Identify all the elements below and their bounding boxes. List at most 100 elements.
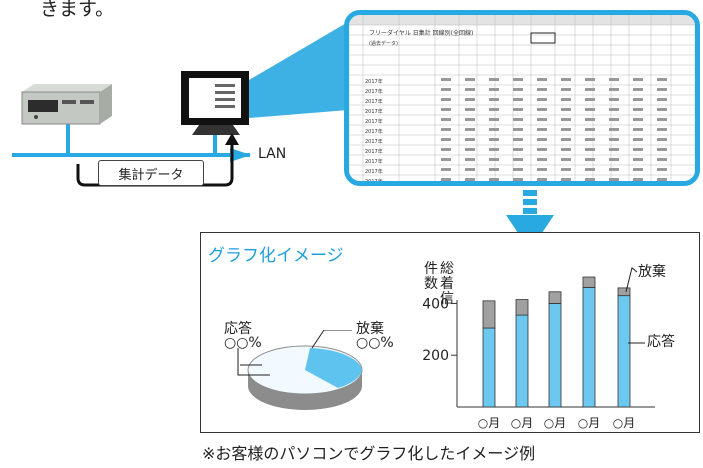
sheet-cell-value-3-8 bbox=[633, 108, 643, 111]
sheet-cell-value-8-0 bbox=[441, 158, 451, 161]
zoom-callout-wedge bbox=[249, 22, 348, 118]
sheet-cell-value-8-9 bbox=[657, 158, 667, 161]
sheet-cell-value-9-5 bbox=[561, 168, 571, 171]
pie-label-abandon: 放棄 bbox=[356, 321, 384, 337]
sheet-cell-value-9-7 bbox=[609, 168, 619, 171]
sheet-cell-value-0-5 bbox=[561, 78, 571, 81]
sheet-cell-value-4-5 bbox=[561, 118, 571, 121]
sheet-cell-value-10-7 bbox=[609, 178, 619, 181]
sheet-cell-value-1-9 bbox=[657, 88, 667, 91]
sheet-cell-value-9-2 bbox=[489, 168, 499, 171]
sheet-cell-value-5-1 bbox=[465, 128, 475, 131]
sheet-cell-value-6-4 bbox=[537, 138, 547, 141]
sheet-cell-value-3-4 bbox=[537, 108, 547, 111]
sheet-cell-value-4-7 bbox=[609, 118, 619, 121]
sheet-row-year-5: 2017年 bbox=[365, 128, 383, 135]
sheet-cell-value-9-6 bbox=[585, 168, 595, 171]
sheet-cell-value-2-0 bbox=[441, 98, 451, 101]
sheet-cell-value-8-2 bbox=[489, 158, 499, 161]
pie-label-abandon-pct: ○○% bbox=[356, 335, 394, 351]
sheet-cell-value-7-6 bbox=[585, 148, 595, 151]
sheet-cell-value-7-9 bbox=[657, 148, 667, 151]
recorder-device-icon bbox=[21, 84, 112, 125]
bar-ylabel-1: 件 bbox=[424, 261, 438, 277]
sheet-cell-value-7-3 bbox=[513, 148, 523, 151]
pie-leader-lines bbox=[237, 330, 352, 376]
intro-text-fragment: きます。 bbox=[40, 0, 115, 20]
sheet-cell-value-2-8 bbox=[633, 98, 643, 101]
lan-label: LAN bbox=[258, 146, 287, 162]
bar-ylabel-3: 数 bbox=[424, 276, 438, 292]
sheet-cell-value-1-8 bbox=[633, 88, 643, 91]
sheet-cell-value-2-5 bbox=[561, 98, 571, 101]
computer-icon bbox=[181, 71, 249, 135]
sheet-cell-value-7-5 bbox=[561, 148, 571, 151]
sheet-cell-value-5-3 bbox=[513, 128, 523, 131]
sheet-cell-value-5-7 bbox=[609, 128, 619, 131]
sheet-cell-value-5-0 bbox=[441, 128, 451, 131]
sheet-cell-value-4-6 bbox=[585, 118, 595, 121]
aggregate-data-label: 集計データ bbox=[98, 160, 204, 186]
sheet-row-year-0: 2017年 bbox=[365, 78, 383, 85]
sheet-cell-value-4-9 bbox=[657, 118, 667, 121]
sheet-cell-value-2-9 bbox=[657, 98, 667, 101]
graph-section-title: グラフ化イメージ bbox=[208, 246, 344, 266]
sheet-cell-value-10-2 bbox=[489, 178, 499, 181]
sheet-cell-value-7-0 bbox=[441, 148, 451, 151]
sheet-cell-value-1-7 bbox=[609, 88, 619, 91]
sheet-cell-value-8-7 bbox=[609, 158, 619, 161]
sheet-cell-value-9-9 bbox=[657, 168, 667, 171]
sheet-cell-value-0-7 bbox=[609, 78, 619, 81]
sheet-cell-value-9-0 bbox=[441, 168, 451, 171]
sheet-cell-value-6-9 bbox=[657, 138, 667, 141]
sheet-cell-value-2-3 bbox=[513, 98, 523, 101]
sheet-row-year-1: 2017年 bbox=[365, 88, 383, 95]
bar-ylabel-4: 着 bbox=[440, 276, 454, 292]
bar-ylabel-5: 信 bbox=[440, 291, 454, 307]
sheet-cell-value-0-9 bbox=[657, 78, 667, 81]
sheet-cell-value-6-3 bbox=[513, 138, 523, 141]
sheet-cell-value-9-8 bbox=[633, 168, 643, 171]
sheet-cell-value-3-1 bbox=[465, 108, 475, 111]
sheet-cell-value-1-3 bbox=[513, 88, 523, 91]
spreadsheet-image: フリーダイヤル 日集計 回線別(全回線) (過去データ) 2017年2017年2… bbox=[349, 15, 695, 181]
sheet-cell-value-2-7 bbox=[609, 98, 619, 101]
sheet-cell-value-1-4 bbox=[537, 88, 547, 91]
sheet-cell-value-6-0 bbox=[441, 138, 451, 141]
sheet-cell-value-5-6 bbox=[585, 128, 595, 131]
sheet-row-year-3: 2017年 bbox=[365, 108, 383, 115]
sheet-cell-value-2-6 bbox=[585, 98, 595, 101]
sheet-row-year-7: 2017年 bbox=[365, 148, 383, 155]
sheet-cell-value-1-2 bbox=[489, 88, 499, 91]
sheet-cell-value-7-1 bbox=[465, 148, 475, 151]
sheet-cell-value-5-2 bbox=[489, 128, 499, 131]
sheet-cell-value-6-8 bbox=[633, 138, 643, 141]
sheet-cell-value-10-3 bbox=[513, 178, 523, 181]
sheet-cell-value-4-8 bbox=[633, 118, 643, 121]
sheet-cell-value-4-0 bbox=[441, 118, 451, 121]
pie-chart bbox=[240, 345, 363, 410]
sheet-cell-value-4-3 bbox=[513, 118, 523, 121]
sheet-cell-value-7-4 bbox=[537, 148, 547, 151]
sheet-cell-value-4-1 bbox=[465, 118, 475, 121]
sheet-cell-value-3-3 bbox=[513, 108, 523, 111]
sheet-cell-value-8-8 bbox=[633, 158, 643, 161]
sheet-cell-value-0-4 bbox=[537, 78, 547, 81]
sheet-cell-value-1-0 bbox=[441, 88, 451, 91]
sheet-cell-value-7-2 bbox=[489, 148, 499, 151]
sheet-cell-value-8-1 bbox=[465, 158, 475, 161]
legend-response: 応答 bbox=[647, 334, 675, 350]
sheet-cell-value-3-7 bbox=[609, 108, 619, 111]
pie-slice-houki bbox=[305, 348, 362, 388]
sheet-cell-value-0-0 bbox=[441, 78, 451, 81]
bar-ylabel-2: 総 bbox=[440, 261, 454, 277]
sheet-cell-value-3-2 bbox=[489, 108, 499, 111]
lan-arrow bbox=[230, 148, 251, 162]
sheet-cell-value-9-4 bbox=[537, 168, 547, 171]
sheet-cell-value-10-5 bbox=[561, 178, 571, 181]
sheet-cell-value-6-6 bbox=[585, 138, 595, 141]
sheet-cell-value-6-2 bbox=[489, 138, 499, 141]
sheet-row-year-2: 2017年 bbox=[365, 98, 383, 105]
sheet-cell-value-5-5 bbox=[561, 128, 571, 131]
